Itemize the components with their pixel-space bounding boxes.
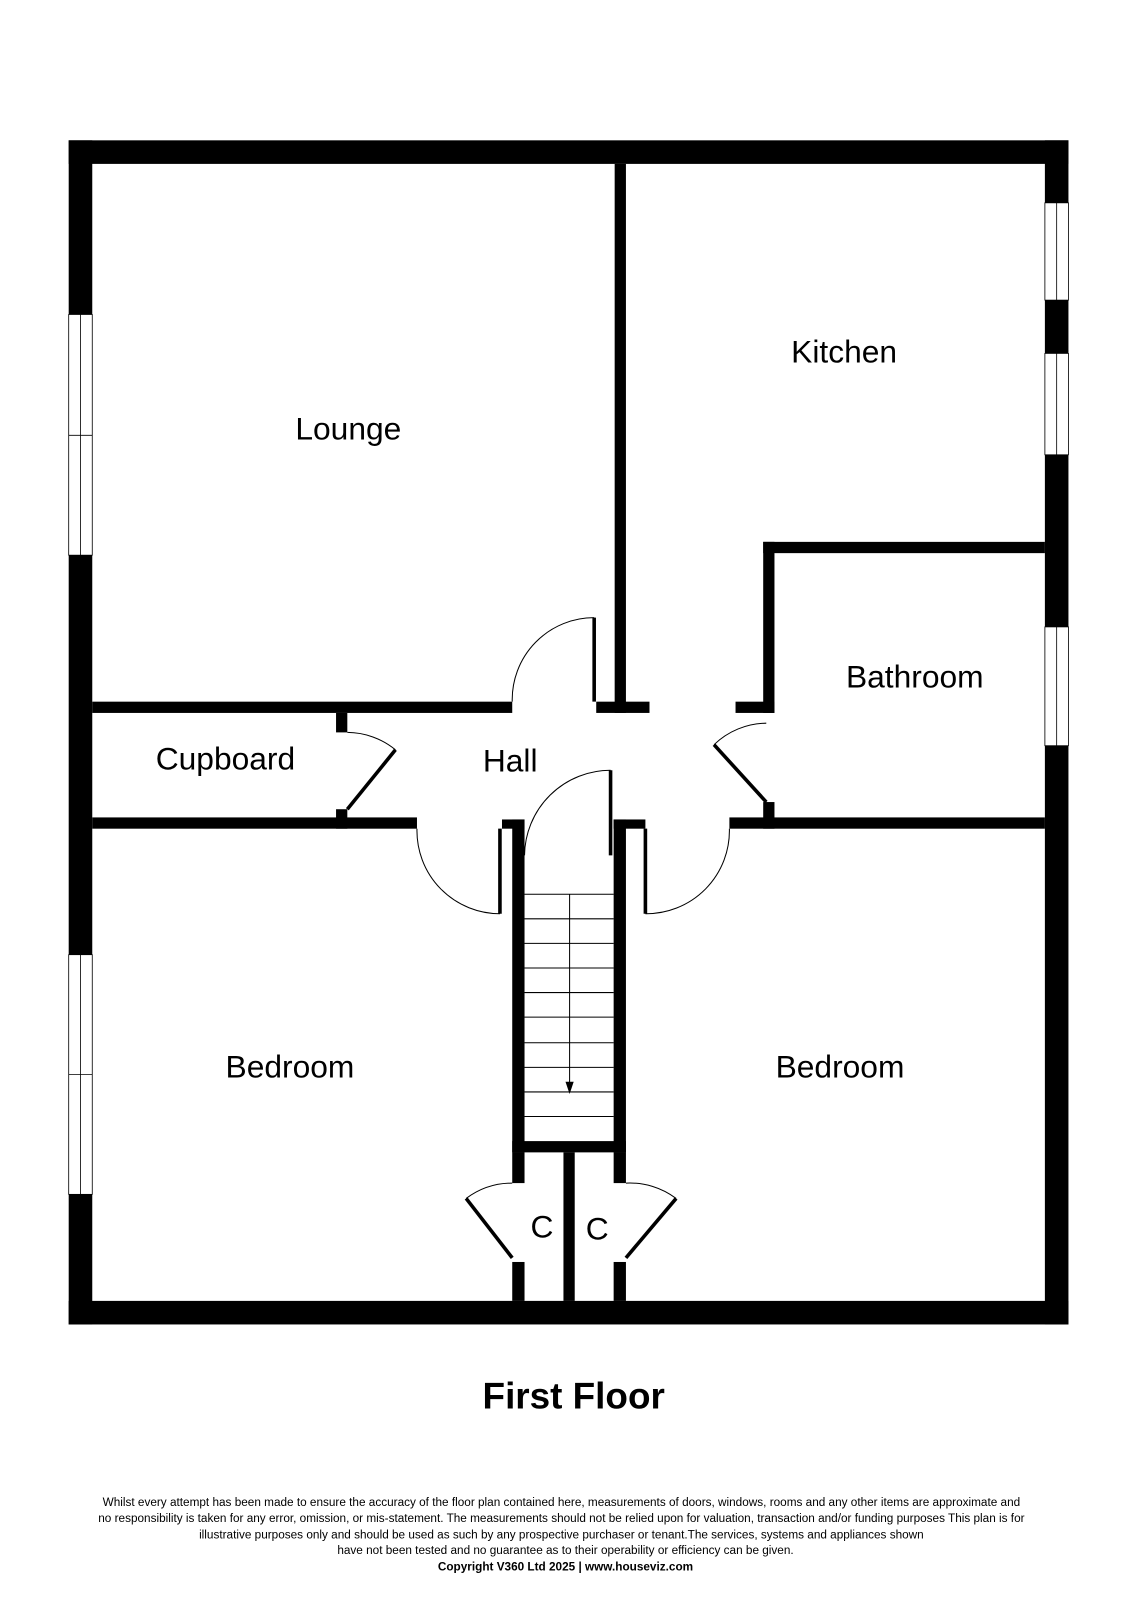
window-lounge: [68, 314, 93, 556]
room-label-bedroom-left: Bedroom: [226, 1049, 355, 1085]
window-kitchen-1: [1044, 202, 1069, 301]
disclaimer-line: illustrative purposes only and should be…: [199, 1529, 924, 1542]
room-label-kitchen: Kitchen: [791, 334, 897, 370]
window-bathroom: [1044, 626, 1069, 747]
door-cupboard-c2: [624, 1182, 678, 1260]
staircase: [524, 893, 614, 1118]
room-label-cupboard-c1: C: [530, 1208, 553, 1244]
room-label-bedroom-right: Bedroom: [776, 1049, 905, 1085]
door-bedroom-left: [416, 828, 502, 915]
door-lounge: [511, 617, 596, 702]
doors: [345, 617, 768, 1260]
door-bathroom: [712, 722, 768, 804]
interior-walls: [92, 163, 1045, 1301]
room-label-bathroom: Bathroom: [846, 658, 984, 694]
room-label-cupboard-c2: C: [586, 1210, 609, 1246]
room-label-hall: Hall: [483, 742, 538, 778]
copyright: Copyright V360 Ltd 2025 | www.houseviz.c…: [438, 1560, 693, 1573]
disclaimer-line: have not been tested and no guarantee as…: [337, 1544, 793, 1557]
door-bedroom-right: [643, 828, 730, 915]
window-kitchen-2: [1044, 352, 1069, 456]
door-cupboard-c1: [464, 1182, 514, 1259]
room-label-cupboard: Cupboard: [156, 740, 295, 776]
room-label-lounge: Lounge: [295, 410, 401, 446]
door-cupboard: [345, 731, 397, 811]
window-bedroom-left: [68, 954, 93, 1195]
stair-direction-arrow-icon: [565, 1081, 574, 1094]
floor-title: First Floor: [483, 1375, 665, 1416]
disclaimer-line: no responsibility is taken for any error…: [98, 1512, 1024, 1525]
disclaimer-line: Whilst every attempt has been made to en…: [103, 1496, 1021, 1509]
door-stairs: [524, 769, 613, 856]
windows: [68, 202, 1069, 1195]
